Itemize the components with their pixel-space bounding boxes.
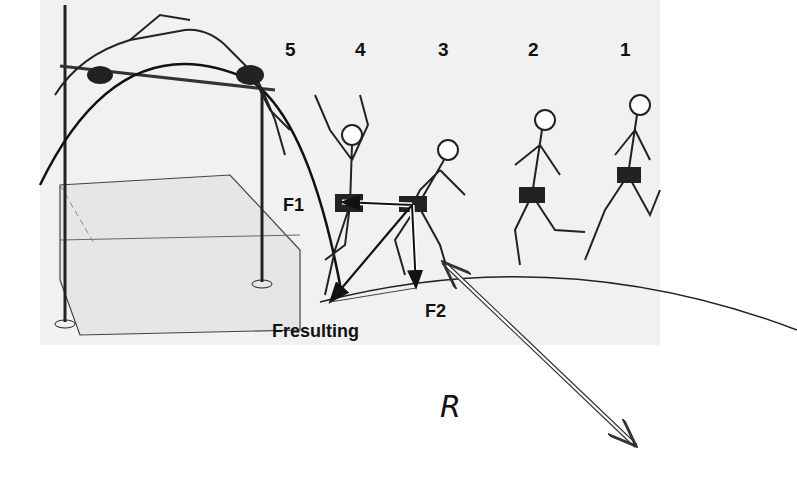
post (261, 92, 264, 282)
landing-mat (60, 175, 300, 335)
crossbar (60, 66, 275, 90)
radius-arrow (443, 262, 636, 446)
athlete-flight (55, 15, 290, 155)
force-f2 (412, 205, 416, 288)
runner-figures (315, 95, 660, 295)
post (64, 5, 67, 322)
force-label: F2 (425, 302, 446, 320)
callout-number: 3 (438, 40, 449, 59)
force-f1 (342, 202, 412, 205)
callout-number: 2 (528, 40, 539, 59)
force-resulting (330, 205, 412, 302)
trajectory (40, 64, 342, 295)
radius-label: R (440, 392, 461, 422)
force-label: Fresulting (272, 322, 359, 340)
photo-ground (40, 0, 660, 345)
callout-number: 1 (620, 40, 631, 59)
ground-arc (320, 277, 797, 330)
callout-number: 5 (285, 40, 296, 59)
callout-number: 4 (355, 40, 366, 59)
force-label: F1 (283, 196, 304, 214)
